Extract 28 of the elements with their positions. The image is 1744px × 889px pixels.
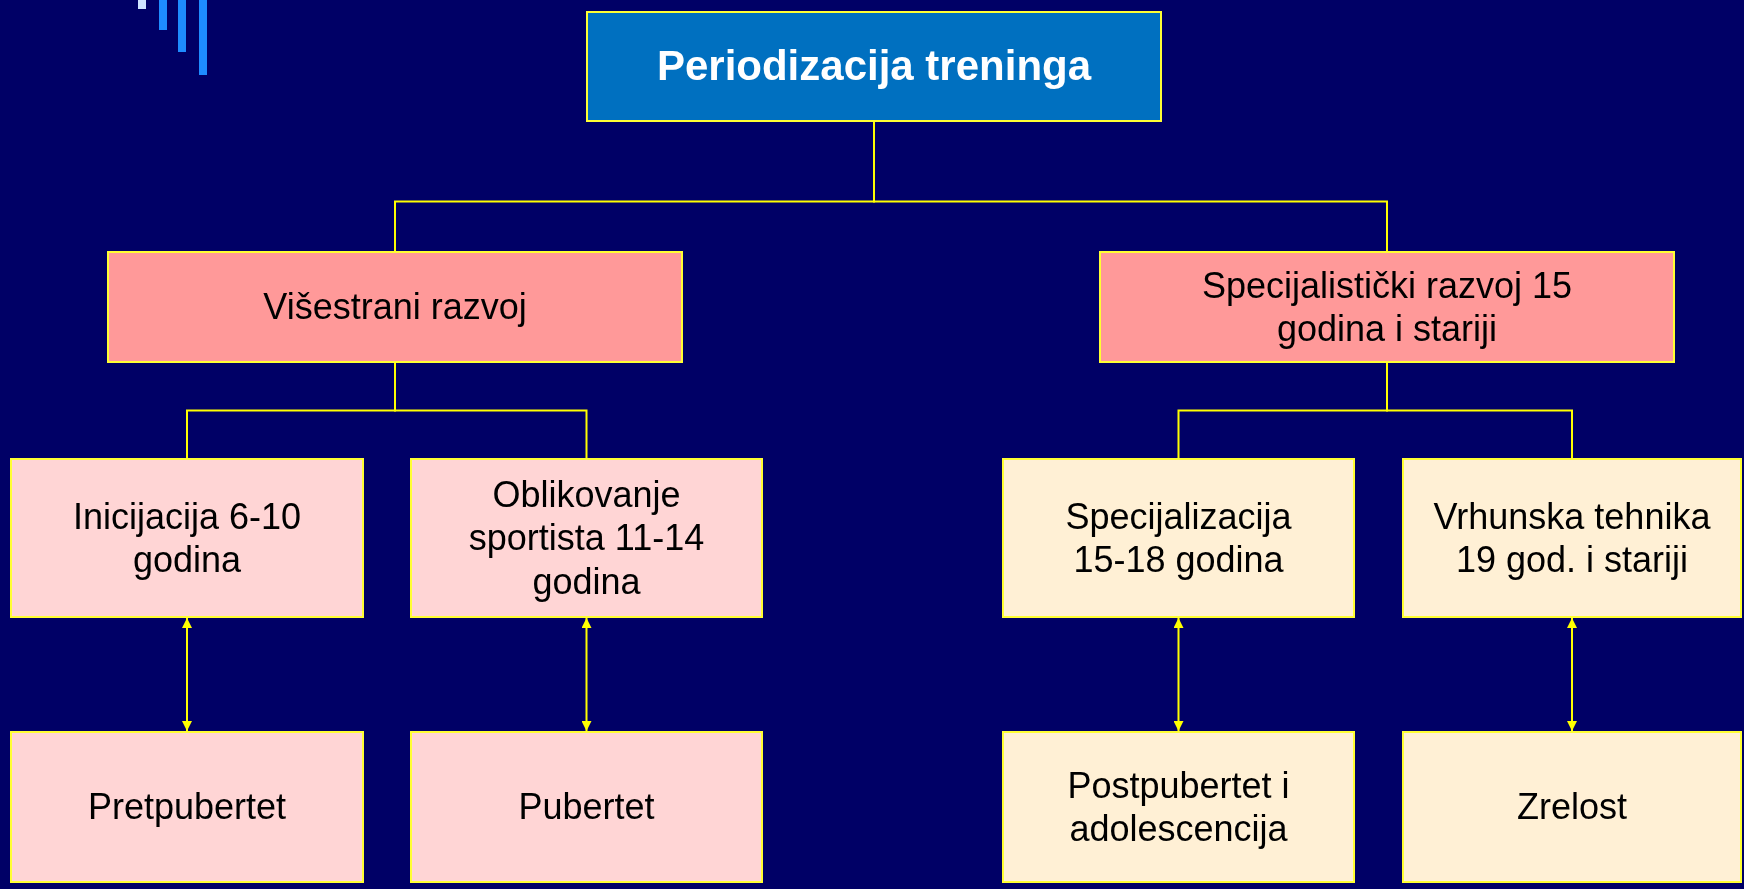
process-box [107, 251, 683, 363]
box-label: Vrhunska tehnika 19 god. i stariji [1432, 494, 1712, 582]
process-box [1402, 731, 1742, 883]
connector-line [394, 362, 588, 459]
process-box [10, 731, 364, 883]
process-box [10, 458, 364, 618]
process-box [1402, 458, 1742, 618]
process-box [1002, 458, 1355, 618]
box-label: Postpubertet i adolescencija [1066, 763, 1291, 851]
box-label: Specijalizacija 15-18 godina [1064, 494, 1293, 582]
box-label: Višestrani razvoj [262, 285, 528, 329]
box-label: Pretpubertet [86, 785, 288, 829]
title-box [586, 11, 1162, 122]
box-label: Pubertet [517, 785, 656, 829]
process-box [410, 731, 763, 883]
connector-line [1386, 362, 1573, 459]
double-arrow [182, 617, 192, 732]
double-arrow [1173, 617, 1184, 732]
process-box [1099, 251, 1675, 363]
box-label: Inicijacija 6-10 godina [71, 494, 303, 582]
double-arrow [581, 617, 592, 732]
process-box [410, 458, 763, 618]
box-label: Oblikovanje sportista 11-14 godina [467, 473, 706, 603]
box-label: Zrelost [1516, 785, 1628, 829]
box-label: Periodizacija treninga [655, 41, 1093, 92]
box-label: Specijalistički razvoj 15 godina i stariji [1200, 263, 1574, 351]
process-box [1002, 731, 1355, 883]
double-arrow [1567, 617, 1577, 732]
